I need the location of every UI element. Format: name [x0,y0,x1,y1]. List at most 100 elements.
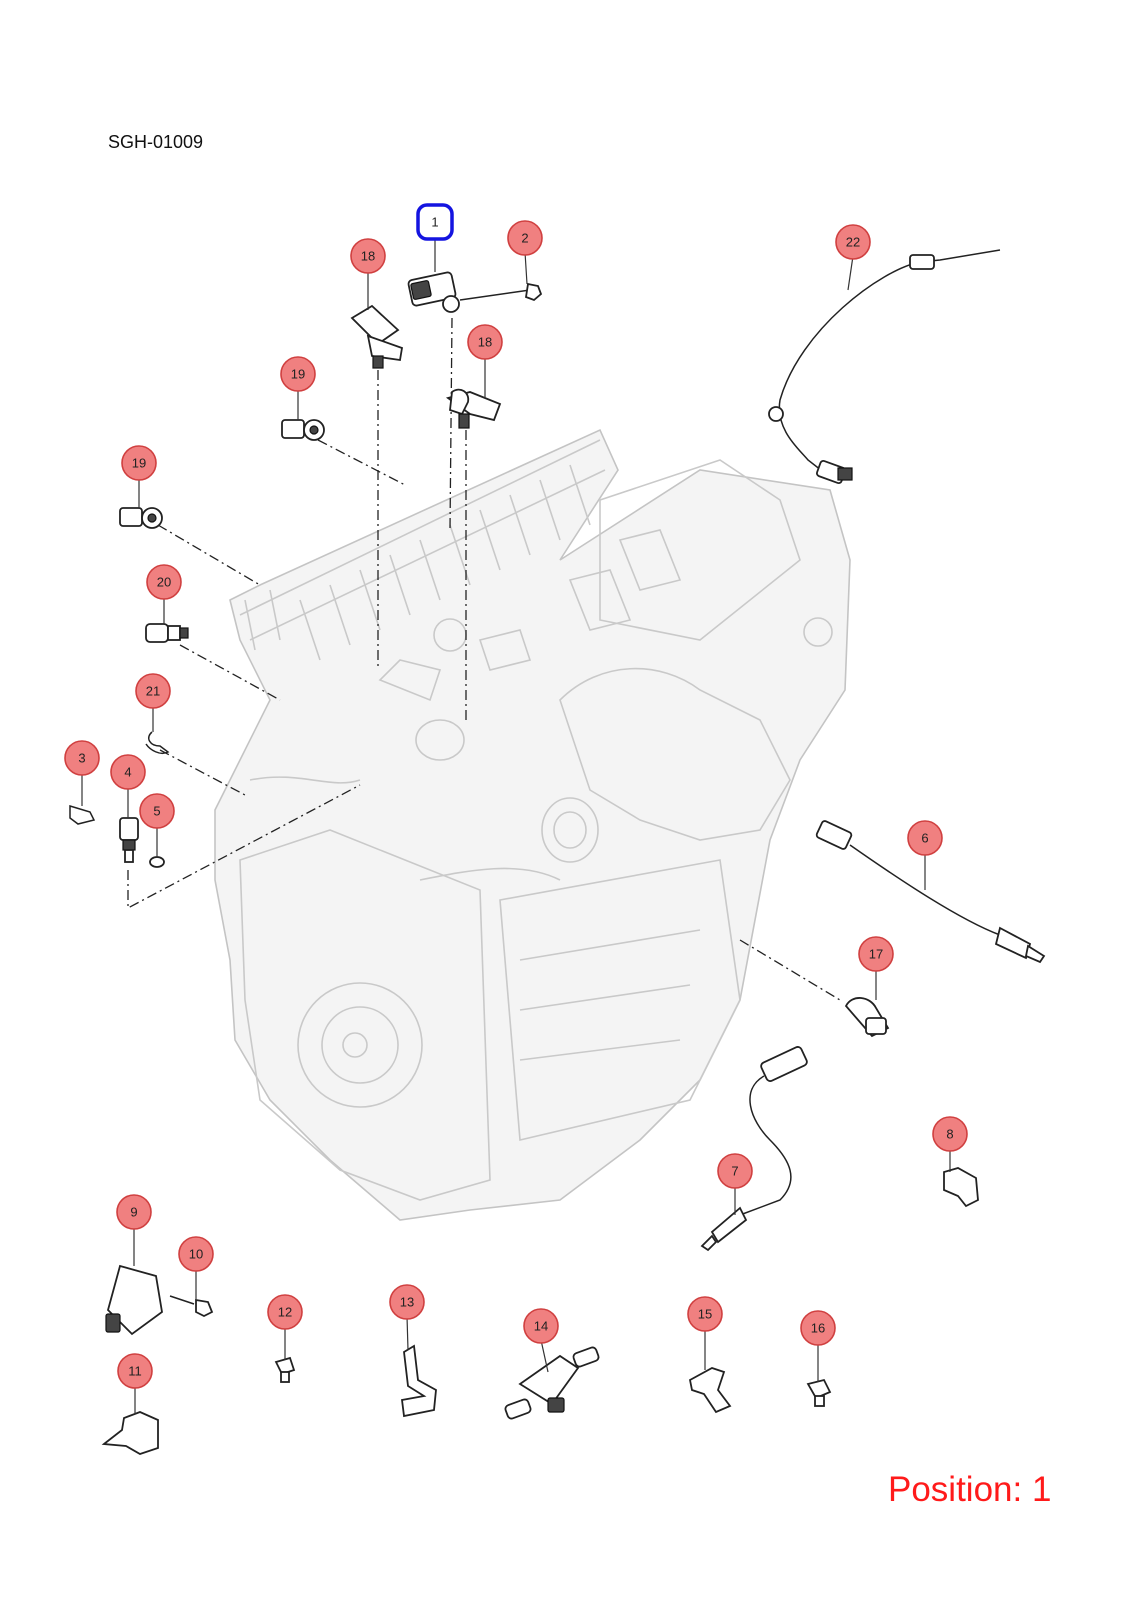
position-label: Position: 1 [888,1470,1052,1509]
callout-circle [800,1310,836,1346]
callout-circle [717,1153,753,1189]
part-1-sensor[interactable] [407,271,460,313]
callout-label: 20 [157,575,171,590]
callout-label: 18 [478,335,492,350]
installation-lines [127,317,841,1001]
callout-label: 4 [124,765,131,780]
callout-label: 15 [698,1307,712,1322]
callout-label: 13 [400,1295,414,1310]
part-5-oring[interactable] [149,856,165,868]
callout-label: 10 [189,1247,203,1262]
callout-label: 1 [431,215,438,230]
part-11-bracket[interactable] [101,1411,159,1455]
engine-illustration [214,428,851,1221]
callout-label: 3 [78,751,85,766]
part-22-sensor[interactable] [768,249,1001,485]
callout-circle [117,1353,153,1389]
callout-label: 7 [731,1164,738,1179]
callout-label: 21 [146,684,160,699]
part-15-bracket[interactable] [688,1367,732,1414]
callout-circle [687,1296,723,1332]
callout-circle [280,356,316,392]
callout-c6[interactable]: 6 [907,820,943,856]
callout-c22[interactable]: 22 [835,224,871,260]
callout-circle [178,1236,214,1272]
callout-label: 17 [869,947,883,962]
callout-circle [467,324,503,360]
part-18a-sensor[interactable] [350,304,404,369]
callout-c13[interactable]: 13 [389,1284,425,1320]
callout-circle [858,936,894,972]
callout-c17[interactable]: 17 [858,936,894,972]
callout-label: 6 [921,831,928,846]
part-16-bolt[interactable] [806,1378,832,1407]
callout-label: 22 [846,235,860,250]
part-20-switch[interactable] [145,623,189,643]
callout-circle [121,445,157,481]
callout-c14[interactable]: 14 [523,1308,559,1344]
callout-c5[interactable]: 5 [139,793,175,829]
callout-label: 18 [361,249,375,264]
callout-c10[interactable]: 10 [178,1236,214,1272]
callout-circle [389,1284,425,1320]
callout-label: 11 [128,1364,142,1379]
callout-c21[interactable]: 21 [135,673,171,709]
callout-circle [507,220,543,256]
leader-lines [81,236,951,1414]
part-8-bracket[interactable] [943,1167,979,1208]
callout-c7[interactable]: 7 [717,1153,753,1189]
callout-circle [135,673,171,709]
callout-circle [110,754,146,790]
part-4-sensor[interactable] [119,817,139,863]
callout-label: 12 [278,1305,292,1320]
callout-c2[interactable]: 2 [507,220,543,256]
callout-c9[interactable]: 9 [116,1194,152,1230]
part-10-bolt[interactable] [169,1295,214,1318]
part-14-valve[interactable] [504,1346,600,1420]
callout-circle [523,1308,559,1344]
part-2-bolt[interactable] [459,282,543,302]
callout-c18b[interactable]: 18 [467,324,503,360]
callout-c18a[interactable]: 18 [350,238,386,274]
callout-label: 5 [153,804,160,819]
part-18b-sensor[interactable] [445,388,502,429]
callout-c8[interactable]: 8 [932,1116,968,1152]
callout-c12[interactable]: 12 [267,1294,303,1330]
part-7-sensor[interactable] [700,1046,808,1252]
callout-circle [139,793,175,829]
callout-c3[interactable]: 3 [64,740,100,776]
callout-label: 9 [130,1205,137,1220]
callout-label: 8 [946,1127,953,1142]
callout-label: 14 [534,1319,548,1334]
callout-c15[interactable]: 15 [687,1296,723,1332]
callout-c4[interactable]: 4 [110,754,146,790]
callout-c19b[interactable]: 19 [121,445,157,481]
callout-circle [907,820,943,856]
part-9-sensor[interactable] [105,1264,163,1336]
part-12-bolt[interactable] [274,1356,296,1383]
callout-label: 19 [132,456,146,471]
part-17-sensor[interactable] [844,997,890,1038]
part-21-clip[interactable] [145,731,170,755]
part-13-bracket[interactable] [401,1344,437,1418]
callout-c11[interactable]: 11 [117,1353,153,1389]
callout-c20[interactable]: 20 [146,564,182,600]
part-3-clip[interactable] [69,804,96,825]
callout-label: 16 [811,1321,825,1336]
callout-label: 19 [291,367,305,382]
callout-c1[interactable]: 1 [416,203,454,241]
callout-c16[interactable]: 16 [800,1310,836,1346]
part-19b-sensor[interactable] [119,507,163,529]
part-6-sensor[interactable] [815,820,1046,964]
callout-circle [267,1294,303,1330]
callout-label: 2 [521,231,528,246]
document-id: SGH-01009 [108,132,204,152]
part-19a-sensor[interactable] [281,419,325,441]
selected-callout-frame [416,203,454,241]
callout-circle [64,740,100,776]
callout-c19a[interactable]: 19 [280,356,316,392]
callout-circle [835,224,871,260]
callout-circle [350,238,386,274]
